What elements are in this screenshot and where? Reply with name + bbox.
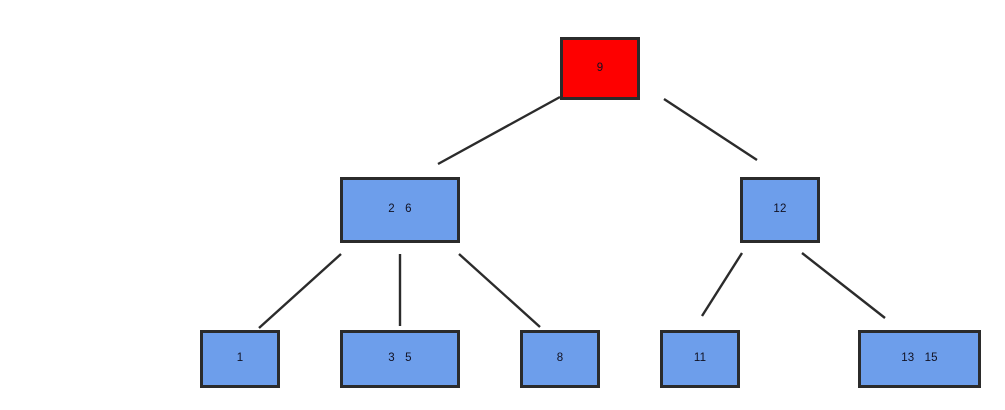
tree-node-l-1[interactable]: 1 (200, 330, 280, 388)
tree-node-label: 8 (556, 352, 564, 365)
tree-node-n-12[interactable]: 12 (740, 177, 820, 243)
tree-edge (437, 95, 561, 166)
tree-node-label: 12 (773, 203, 787, 216)
tree-node-n-2-6[interactable]: 2 6 (340, 177, 460, 243)
tree-node-label: 2 6 (388, 203, 412, 216)
tree-edge (801, 252, 886, 319)
tree-node-l-8[interactable]: 8 (520, 330, 600, 388)
tree-node-label: 11 (693, 352, 707, 365)
tree-edge (663, 97, 758, 162)
tree-edge (458, 253, 541, 328)
tree-node-root[interactable]: 9 (560, 37, 640, 100)
tree-node-label: 3 5 (388, 352, 412, 365)
tree-node-l-13-15[interactable]: 13 15 (858, 330, 981, 388)
tree-node-label: 1 (236, 352, 244, 365)
tree-edge (700, 252, 744, 317)
tree-node-l-11[interactable]: 11 (660, 330, 740, 388)
tree-edge (258, 253, 342, 329)
tree-node-label: 13 15 (901, 352, 938, 365)
tree-node-l-3-5[interactable]: 3 5 (340, 330, 460, 388)
tree-node-label: 9 (596, 61, 604, 74)
